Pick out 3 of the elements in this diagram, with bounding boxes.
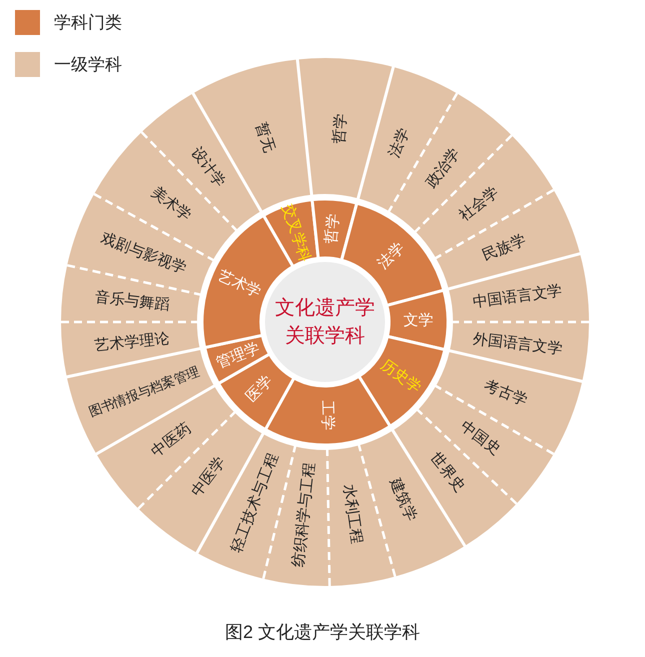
legend-label: 学科门类 (54, 12, 122, 34)
legend-label: 一级学科 (54, 54, 122, 76)
figure-caption: 图2 文化遗产学关联学科 (224, 621, 421, 644)
